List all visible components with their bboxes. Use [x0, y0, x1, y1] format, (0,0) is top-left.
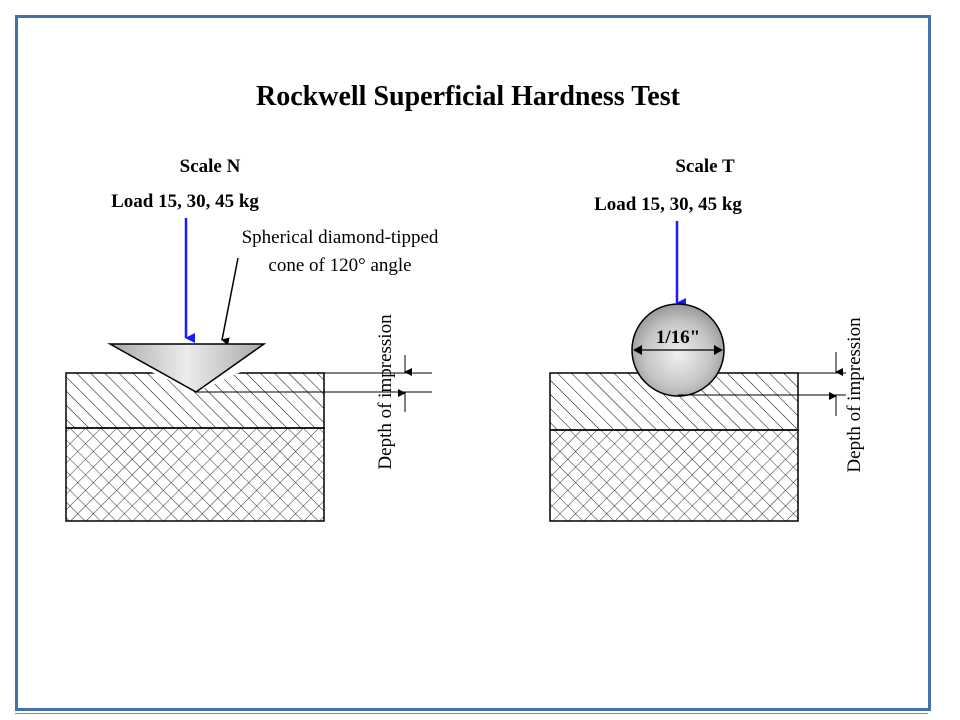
- scale-n-specimen-base: [65, 427, 325, 522]
- indenter-pointer-arrow: [221, 257, 239, 346]
- ball-diameter-arrowhead-right: [714, 345, 723, 355]
- scale-n-label: Scale N: [180, 156, 241, 177]
- bottom-rule: [15, 713, 928, 714]
- indenter-description-line1: Spherical diamond-tipped: [242, 227, 439, 248]
- scale-t-label: Scale T: [675, 156, 735, 177]
- scale-t-depth-label: Depth of impression: [844, 317, 865, 473]
- indenter-description-line2: cone of 120° angle: [268, 255, 411, 276]
- scale-n-load-label: Load 15, 30, 45 kg: [111, 191, 259, 212]
- diagram-title: Rockwell Superficial Hardness Test: [256, 81, 681, 112]
- diamond-cone-indenter-icon: [107, 343, 267, 393]
- ball-size-label: 1/16": [656, 327, 700, 348]
- scale-t-specimen-base: [549, 429, 799, 522]
- scale-n-depth-label: Depth of impression: [375, 314, 396, 470]
- scale-n-group: Scale N Load 15, 30, 45 kg Spherical dia…: [65, 156, 439, 522]
- ball-diameter-arrowhead-left: [633, 345, 642, 355]
- scale-t-group: Scale T Load 15, 30, 45 kg 1/16" Depth o…: [549, 156, 865, 522]
- scale-t-load-label: Load 15, 30, 45 kg: [594, 194, 742, 215]
